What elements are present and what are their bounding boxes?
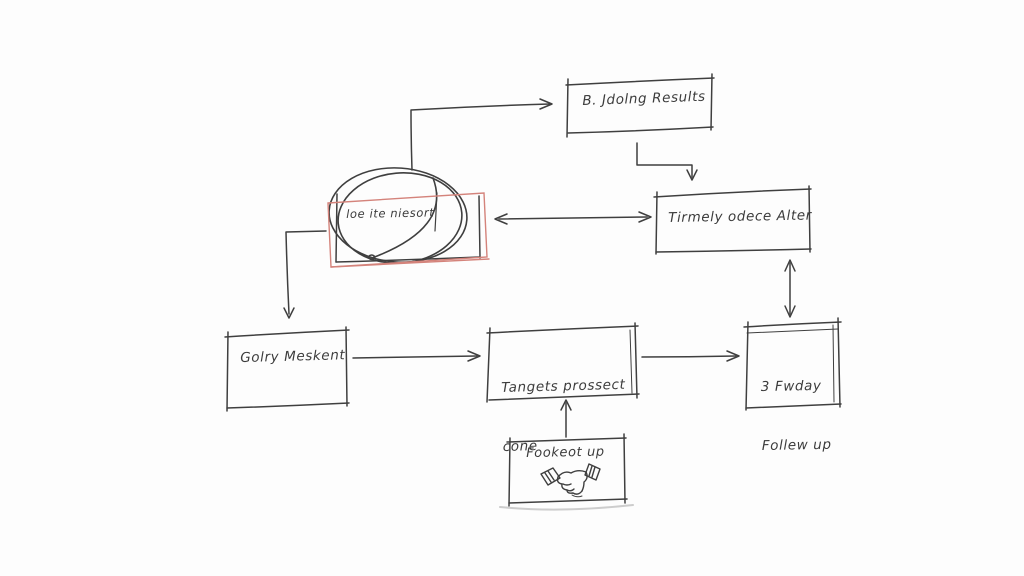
goly-box-label: Golry Meskent <box>240 347 346 366</box>
arrow-results-to-timely <box>636 142 698 181</box>
handshake-box <box>506 433 628 507</box>
arrow-highlight-to-results <box>410 98 553 171</box>
target-box-label: Tangets prossect cone <box>500 337 628 497</box>
friday-box-label-line1: 3 Fwday <box>760 378 822 396</box>
arrow-timely-friday-double <box>784 259 796 318</box>
highlight-box-red <box>327 192 490 268</box>
friday-box-label: 3 Fwday Follew up <box>760 338 832 496</box>
friday-box <box>743 317 842 411</box>
target-box-label-line1: Tangets prossect <box>501 376 626 397</box>
highlight-box-label: loe ite niesort <box>346 205 435 221</box>
handshake-box-label: Fookeot up <box>526 444 605 461</box>
arrow-highlight-timely-double <box>494 211 652 225</box>
arrow-handshake-to-target <box>560 399 572 438</box>
arrow-highlight-to-goly <box>283 230 327 319</box>
timely-box <box>653 185 812 255</box>
highlight-box-dark <box>335 193 481 263</box>
results-box <box>565 73 715 138</box>
timely-box-label: Tirmely odece Alter <box>668 207 813 226</box>
arrow-target-to-friday <box>641 350 740 362</box>
handshake-icon <box>540 463 601 498</box>
arrow-goly-to-target <box>352 350 481 362</box>
friday-box-label-line2: Follew up <box>761 436 832 454</box>
pencil-smudge <box>499 504 634 511</box>
target-box <box>486 322 640 403</box>
goly-box <box>224 326 350 412</box>
